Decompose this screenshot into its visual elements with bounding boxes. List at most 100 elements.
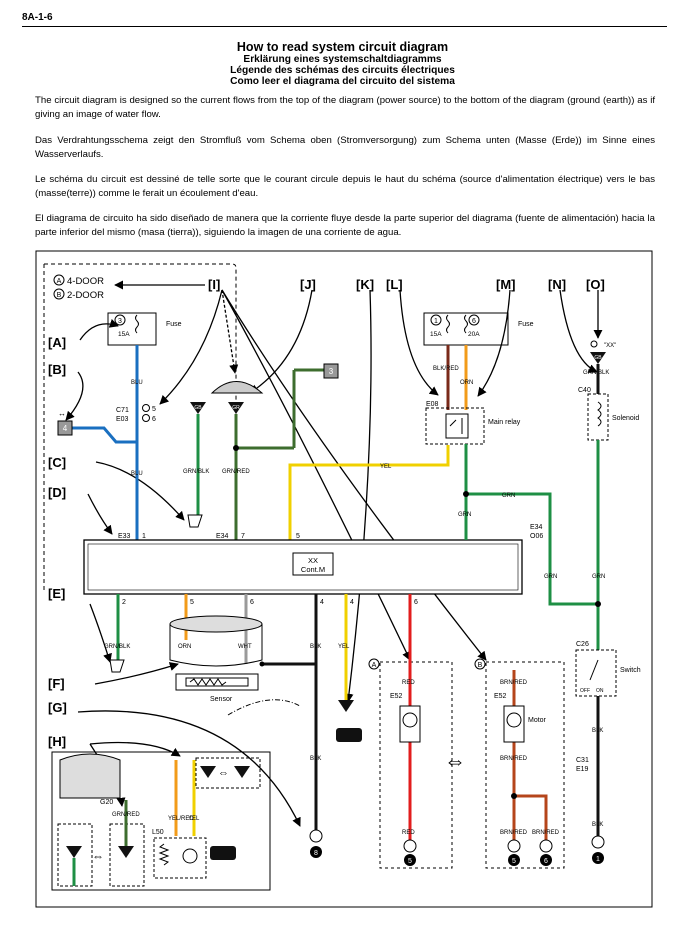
swap-arrow-icon: ⇔ bbox=[444, 748, 466, 773]
callout-g: [G] bbox=[48, 700, 67, 715]
switch-on: ON bbox=[596, 688, 604, 694]
yel-wire bbox=[288, 445, 450, 540]
connector-e34: E34 bbox=[216, 533, 229, 540]
gr-label: GR bbox=[232, 405, 240, 411]
wire-label-blk-3: BLK bbox=[592, 728, 603, 734]
callout-d: [D] bbox=[48, 485, 66, 500]
legend: A 4-DOOR B 2-DOOR bbox=[53, 274, 104, 301]
wire-label-grn-red-2: GRN/RED bbox=[112, 812, 140, 818]
wire-label-blu-2: BLU bbox=[131, 471, 143, 477]
connector-c40: C40 bbox=[578, 387, 591, 394]
cont-m-bottom: Cont.M bbox=[301, 565, 325, 574]
cont-m-top: XX bbox=[308, 556, 318, 565]
circuit-diagram: A 4-DOOR B 2-DOOR [A] [B] [C] [D] [E] [F… bbox=[35, 250, 653, 908]
fuse-label-a: Fuse bbox=[166, 321, 182, 328]
paragraph-french: Le schéma du circuit est dessiné de tell… bbox=[35, 174, 655, 199]
svg-text:6: 6 bbox=[414, 599, 418, 606]
callout-f: [F] bbox=[48, 676, 65, 691]
wire-label-blk: BLK bbox=[310, 644, 321, 650]
terminal-4-box bbox=[57, 420, 73, 436]
callout-k: [K] bbox=[356, 277, 374, 292]
connector-e34b: E34 bbox=[530, 524, 543, 531]
header-rule bbox=[22, 26, 667, 27]
ground-8: 8 bbox=[314, 850, 318, 857]
wire-label-orn: ORN bbox=[178, 644, 191, 650]
wire-label-red-2: RED bbox=[402, 830, 415, 836]
variant-a-box bbox=[379, 661, 453, 869]
paragraph-german: Das Verdrahtungsschema zeigt den Stromfl… bbox=[35, 135, 655, 160]
solenoid bbox=[587, 393, 609, 441]
fuse-label-b: Fuse bbox=[518, 321, 534, 328]
inset-swap-icon-2: ⇔ bbox=[218, 767, 229, 779]
eye-icon bbox=[590, 340, 598, 348]
connector-g20: G20 bbox=[100, 799, 113, 806]
legend-4-door: 4-DOOR bbox=[67, 276, 104, 287]
wire-label-brn-red-3: BRN/RED bbox=[500, 830, 528, 836]
variant-b-box bbox=[485, 661, 565, 869]
svg-text:2: 2 bbox=[122, 599, 126, 606]
fuse-3-number: 6 bbox=[472, 318, 476, 325]
wire-label-grn-red: GRN/RED bbox=[222, 469, 250, 475]
ground-6: 6 bbox=[544, 858, 548, 865]
inset-cluster-icon bbox=[59, 753, 121, 799]
pin-a5: 5 bbox=[152, 406, 156, 413]
wire-label-blk-4: BLK bbox=[592, 822, 603, 828]
callout-l: [L] bbox=[386, 277, 403, 292]
wire-label-grn-blk-3: GRN/BLK bbox=[583, 370, 609, 376]
wire-label-blu: BLU bbox=[131, 380, 143, 386]
callout-n: [N] bbox=[548, 277, 566, 292]
wire-label-wht: WHT bbox=[238, 644, 252, 650]
connector-e33: E33 bbox=[118, 533, 131, 540]
sensor-icon bbox=[169, 615, 263, 633]
fuse-icon bbox=[135, 314, 139, 334]
wire-label-brn-red: BRN/RED bbox=[500, 680, 528, 686]
callout-i: [I] bbox=[208, 277, 220, 292]
wire-label-yel: YEL bbox=[338, 644, 350, 650]
fuse-1-number: 3 bbox=[118, 318, 122, 325]
wire-label-grn: GRN bbox=[458, 512, 471, 518]
connector-e52b: E52 bbox=[494, 693, 507, 700]
main-relay-label: Main relay bbox=[488, 419, 521, 426]
callout-e: [E] bbox=[48, 586, 65, 601]
callout-h: [H] bbox=[48, 734, 66, 749]
wire-label-brn-red-4: BRN/RED bbox=[532, 830, 560, 836]
ground-bus-triangle bbox=[190, 402, 206, 414]
wire-label-red: RED bbox=[402, 680, 415, 686]
wire-label-blk-2: BLK bbox=[310, 756, 321, 762]
title-block: How to read system circuit diagram Erklä… bbox=[0, 40, 685, 87]
inset-swap-icon: ⇔ bbox=[92, 849, 104, 863]
callout-c: [C] bbox=[48, 455, 66, 470]
double-arrow-icon: ↔ bbox=[58, 409, 66, 418]
wire-label-brn-red-2: BRN/RED bbox=[500, 756, 528, 762]
terminal-4: 4 bbox=[63, 424, 68, 433]
title-french: Légende des schémas des circuits électri… bbox=[230, 65, 455, 76]
connector-e19: E19 bbox=[576, 766, 589, 773]
connector-o06: O06 bbox=[530, 533, 543, 540]
connector-c26: C26 bbox=[576, 641, 589, 648]
gb-label-2: GB bbox=[594, 355, 602, 361]
blu-wire bbox=[72, 345, 139, 540]
motor-icon-a bbox=[399, 705, 421, 743]
gb-label: GB bbox=[194, 405, 202, 411]
pin-e33-1: 1 bbox=[142, 533, 146, 540]
sensor-label: Sensor bbox=[210, 696, 233, 703]
ground-1: 1 bbox=[596, 856, 600, 863]
variant-a-symbol: A bbox=[372, 662, 377, 669]
svg-text:6: 6 bbox=[250, 599, 254, 606]
wire-label-grn-2: GRN bbox=[502, 493, 515, 499]
inset-box bbox=[51, 751, 271, 891]
pin-e34-5: 5 bbox=[296, 533, 300, 540]
callout-o: [O] bbox=[586, 277, 605, 292]
wire-label-yel-red: YEL/RED bbox=[168, 816, 194, 822]
paragraph-english: The circuit diagram is designed so the c… bbox=[35, 95, 655, 120]
fuse-3-rating: 20A bbox=[468, 331, 480, 338]
ground-5b: 5 bbox=[512, 858, 516, 865]
title-spanish: Como leer el diagrama del circuito del s… bbox=[230, 76, 455, 87]
callout-a: [A] bbox=[48, 335, 66, 350]
legend-dashed-box bbox=[44, 263, 237, 590]
switch bbox=[575, 649, 617, 697]
motor-icon-b bbox=[503, 705, 525, 743]
connector-l50: L50 bbox=[152, 829, 164, 836]
svg-text:5: 5 bbox=[190, 599, 194, 606]
main-relay bbox=[425, 407, 485, 445]
